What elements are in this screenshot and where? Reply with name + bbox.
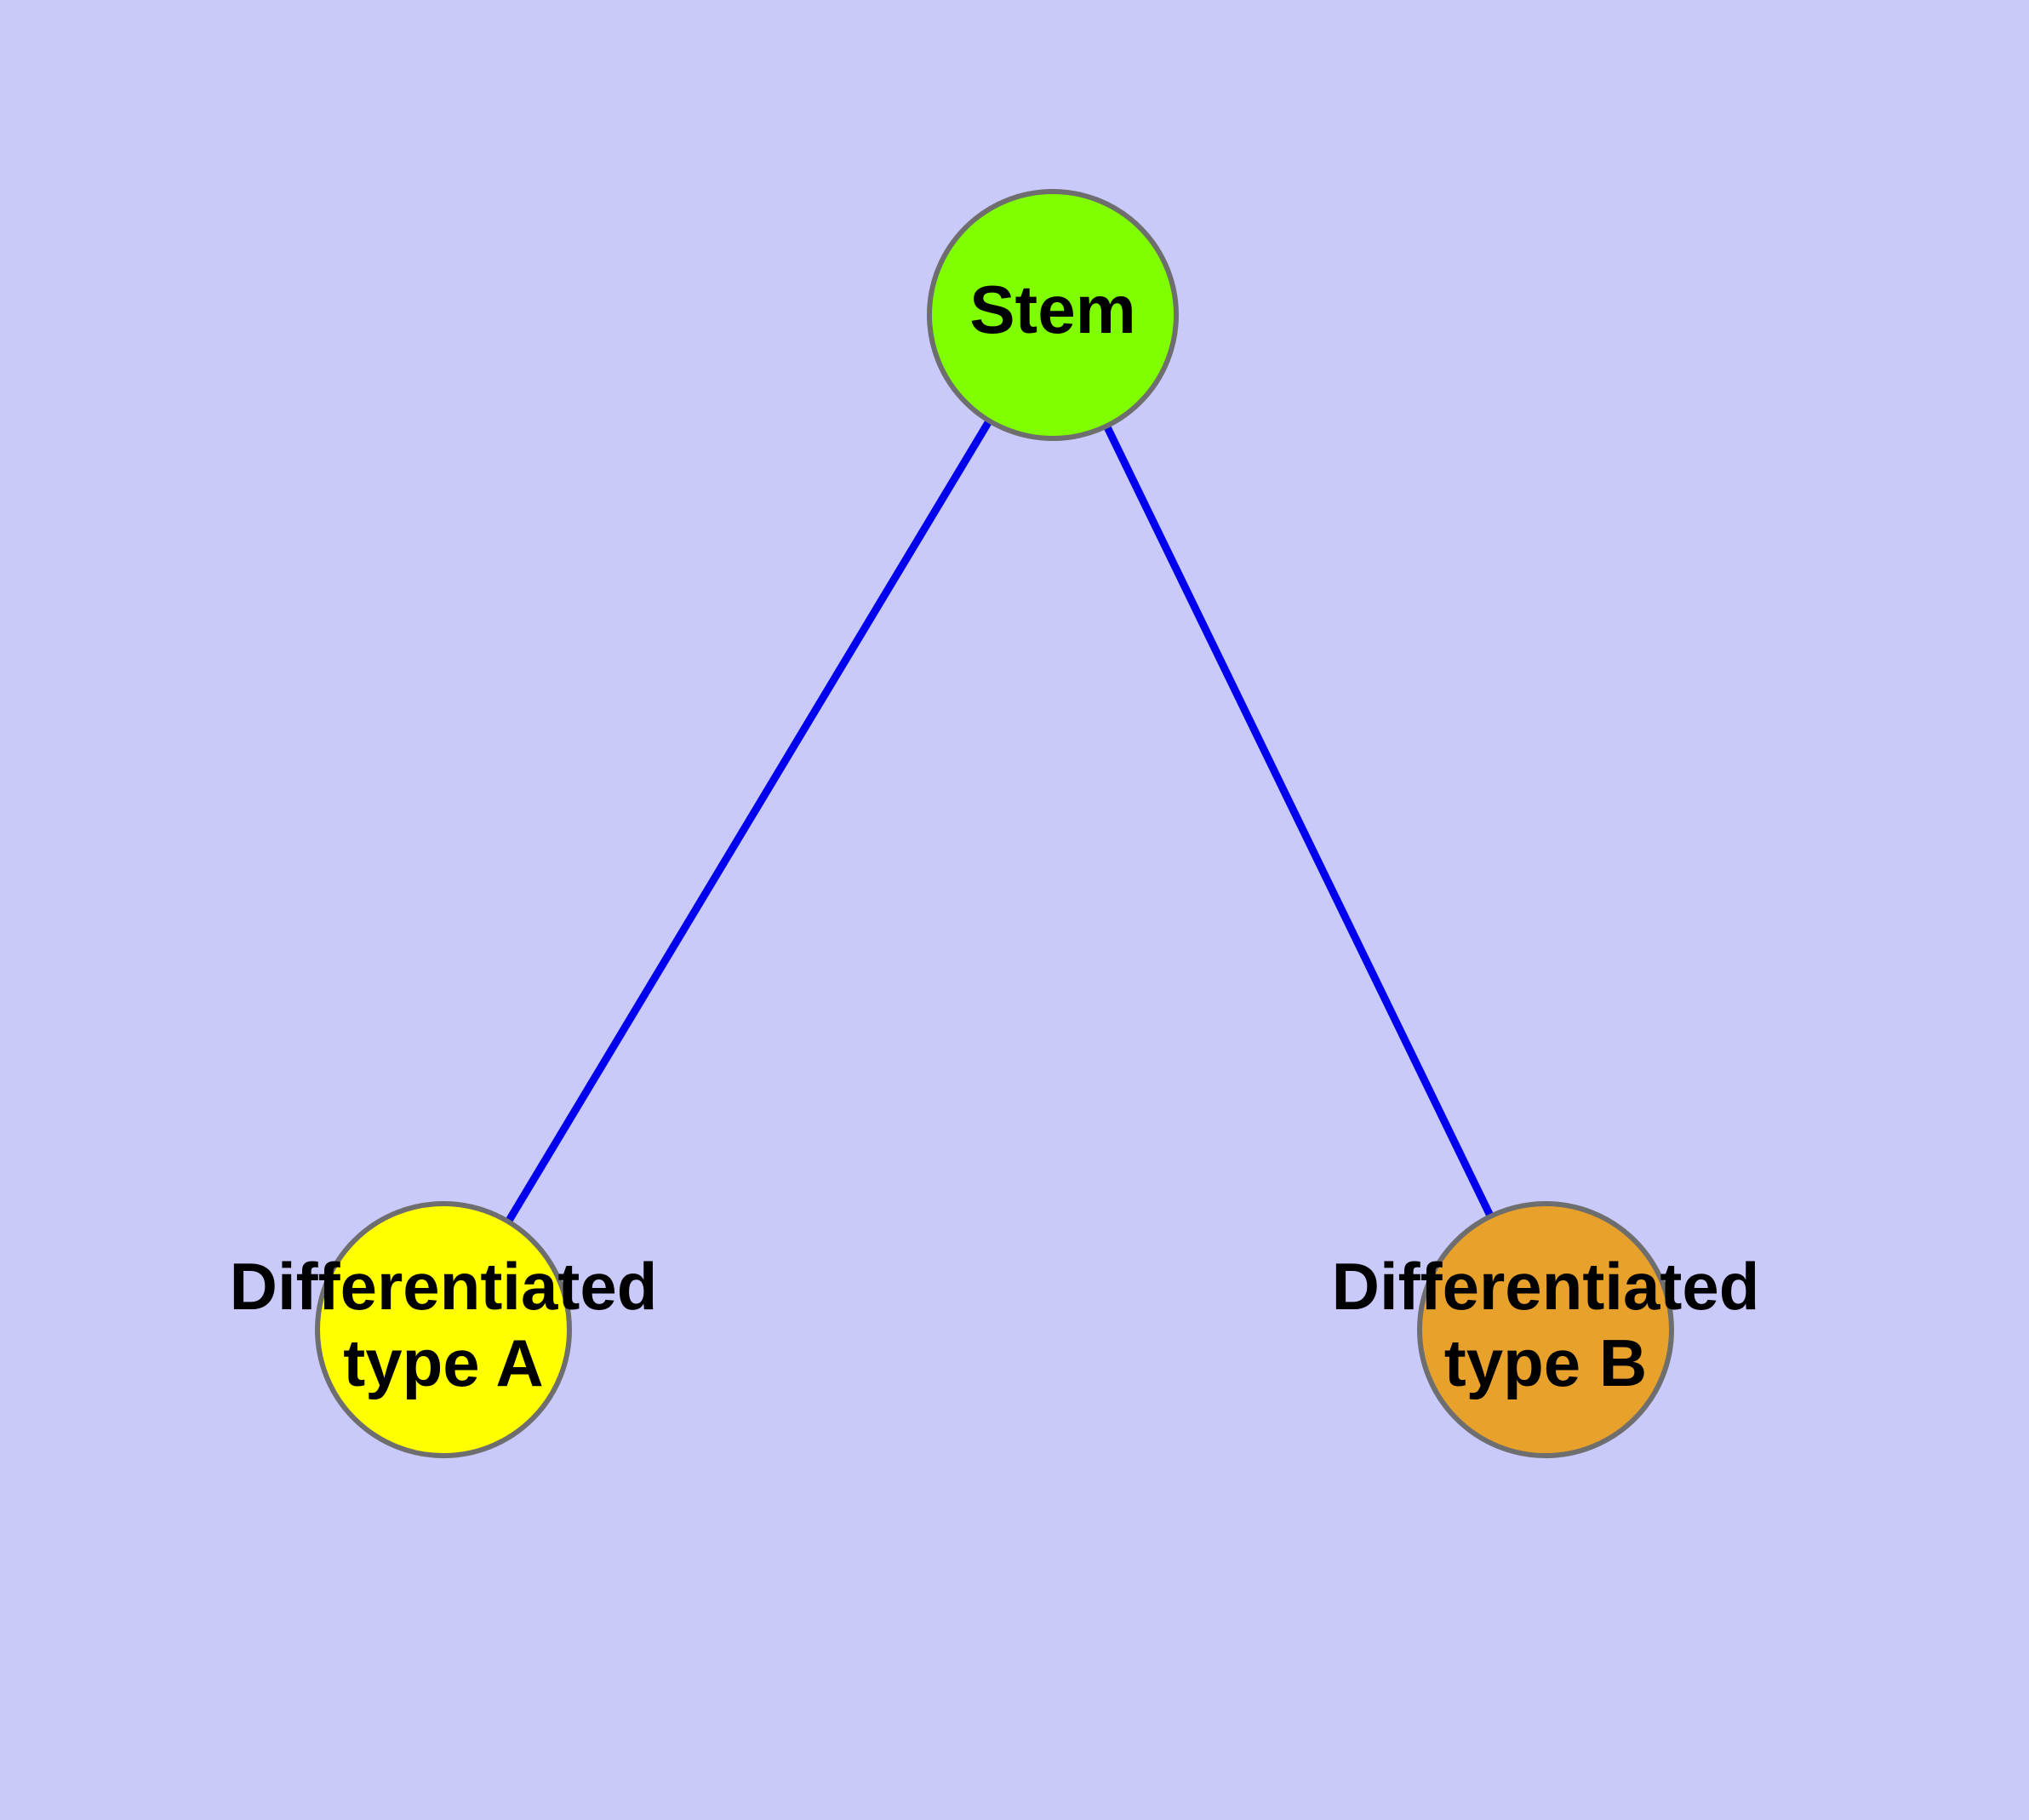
- node-label-line: type A: [343, 1325, 544, 1400]
- graph-edge: [440, 312, 1056, 1332]
- node-circle-diff-b[interactable]: [1417, 1201, 1674, 1458]
- node-label-line: Differentiated: [230, 1249, 658, 1324]
- graph-node-diff-b[interactable]: [1417, 1201, 1674, 1458]
- graph-edge: [1049, 313, 1550, 1331]
- graph-node-diff-a[interactable]: [315, 1201, 572, 1458]
- node-circle-diff-a[interactable]: [315, 1201, 572, 1458]
- node-label-line: Stem: [969, 272, 1136, 347]
- graph-node-stem[interactable]: [927, 189, 1179, 441]
- node-label-line: Differentiated: [1332, 1249, 1760, 1324]
- node-circle-stem[interactable]: [927, 189, 1179, 441]
- node-label-line: type B: [1444, 1325, 1647, 1400]
- edge-layer: [440, 312, 1550, 1332]
- node-label-stem: Stem: [969, 272, 1136, 347]
